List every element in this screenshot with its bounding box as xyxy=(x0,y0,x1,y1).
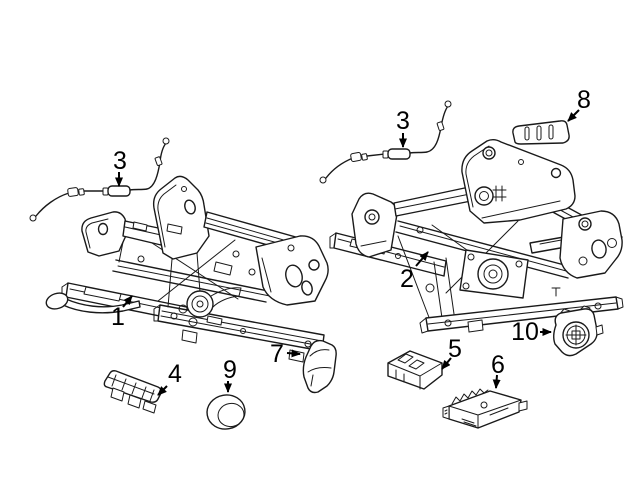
callout-10[interactable]: 10 xyxy=(511,318,552,346)
seat-track-assembly-right-drawing xyxy=(329,139,624,334)
callout-4[interactable]: 4 xyxy=(157,360,182,396)
callout-10-label[interactable]: 10 xyxy=(511,318,539,346)
trim-cover-part-8-drawing xyxy=(512,120,570,145)
callout-3-left-label[interactable]: 3 xyxy=(113,147,127,175)
callout-8[interactable]: 8 xyxy=(567,86,591,122)
callouts: 1 2 3 3 4 5 6 7 xyxy=(111,86,591,396)
track-cover-part-4-drawing xyxy=(103,370,162,414)
callout-2[interactable]: 2 xyxy=(400,251,429,293)
release-cable-left-drawing xyxy=(29,137,170,222)
callout-8-label[interactable]: 8 xyxy=(577,86,591,114)
bracket-part-5-drawing xyxy=(387,350,443,390)
callout-2-label[interactable]: 2 xyxy=(400,265,414,293)
adjuster-motor-part-10-drawing xyxy=(553,305,604,357)
callout-1[interactable]: 1 xyxy=(111,295,133,331)
callout-3-right[interactable]: 3 xyxy=(396,107,410,148)
callout-4-label[interactable]: 4 xyxy=(168,360,182,388)
callout-9[interactable]: 9 xyxy=(223,356,237,393)
callout-7[interactable]: 7 xyxy=(270,340,301,368)
callout-1-label[interactable]: 1 xyxy=(111,303,125,331)
seat-track-assembly-left-drawing xyxy=(45,175,329,363)
callout-3-right-label[interactable]: 3 xyxy=(396,107,410,135)
control-module-part-6-drawing xyxy=(442,388,528,429)
callout-5[interactable]: 5 xyxy=(441,335,462,370)
callout-9-label[interactable]: 9 xyxy=(223,356,237,384)
release-cable-right-drawing xyxy=(319,100,452,184)
callout-6[interactable]: 6 xyxy=(491,351,505,389)
callout-6-label[interactable]: 6 xyxy=(491,351,505,379)
callout-7-label[interactable]: 7 xyxy=(270,340,284,368)
cap-part-9-drawing xyxy=(206,394,246,430)
callout-3-left[interactable]: 3 xyxy=(113,147,127,187)
bracket-part-7-drawing xyxy=(302,339,337,394)
callout-5-label[interactable]: 5 xyxy=(448,335,462,363)
